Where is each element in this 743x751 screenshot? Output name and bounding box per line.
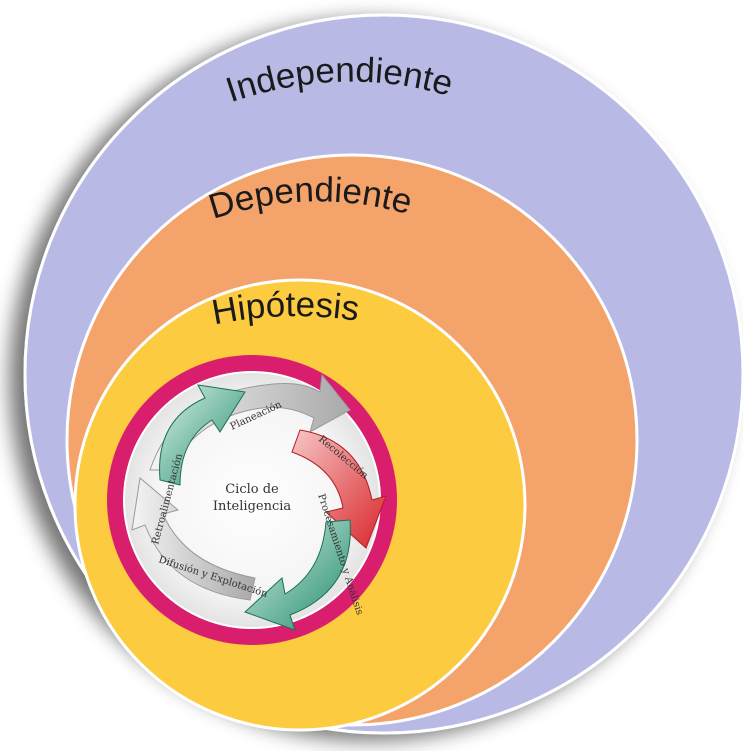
intelligence-cycle-emblem: Ciclo de Inteligencia Planeación Recolec… xyxy=(107,355,397,645)
cycle-center-line1: Ciclo de xyxy=(225,482,279,497)
green-arrow-left-icon xyxy=(159,384,246,486)
red-arrow-icon xyxy=(291,429,387,549)
cycle-center-line2: Inteligencia xyxy=(213,499,292,514)
gray-arrow-bottom-icon xyxy=(131,477,256,601)
green-arrow-icon xyxy=(244,519,351,631)
